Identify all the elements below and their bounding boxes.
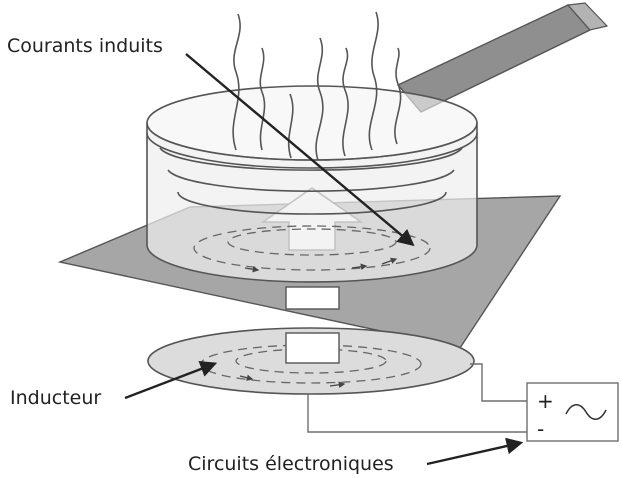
steam-lines	[232, 11, 402, 161]
ac-generator: + -	[526, 382, 619, 442]
pan-handle	[396, 2, 609, 113]
generator-plus-label: +	[537, 389, 554, 413]
electronic-circuits-label: Circuits électroniques	[188, 453, 394, 475]
pan	[146, 85, 478, 283]
electronic-circuits-arrow	[426, 437, 524, 466]
wiring	[307, 363, 527, 433]
ac-wave-icon	[565, 404, 607, 420]
inductor-label: Inducteur	[10, 387, 101, 409]
inductor-arrow	[124, 360, 218, 400]
induced-currents-label: Courants induits	[7, 35, 163, 57]
induced-currents-arrow	[185, 53, 415, 247]
generator-minus-label: -	[537, 417, 544, 441]
